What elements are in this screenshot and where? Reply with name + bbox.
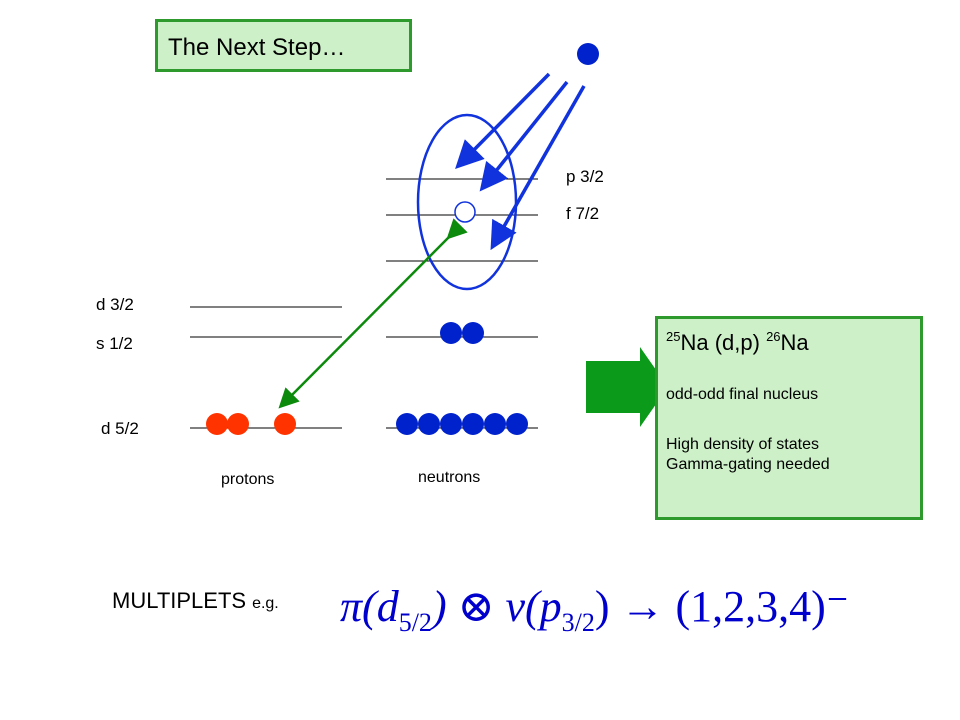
neutrons-label: neutrons <box>418 469 481 486</box>
label-d32: d 3/2 <box>96 295 134 314</box>
protons-label: protons <box>221 471 275 488</box>
neutron-circle <box>396 413 418 435</box>
reaction-text: Na (d,p) <box>680 330 767 355</box>
neutron-hole-circle <box>454 201 476 223</box>
info-line-density: High density of states <box>666 436 819 453</box>
neutron-circle <box>440 413 462 435</box>
formula-pi-sub: 5/2 <box>398 608 432 637</box>
reaction-info-box: 25Na (d,p) 26Na odd-odd final nucleus Hi… <box>655 316 923 520</box>
neutron-circle <box>418 413 440 435</box>
label-s12: s 1/2 <box>96 334 133 353</box>
multiplet-formula: π(d5/2) ⊗ ν(p3/2) → (1,2,3,4)⁻ <box>340 585 849 636</box>
eg-text: e.g. <box>252 595 279 612</box>
label-d52: d 5/2 <box>101 419 139 438</box>
block-arrow-icon <box>586 347 668 427</box>
title-text: The Next Step… <box>168 34 346 61</box>
label-f72: f 7/2 <box>566 204 600 223</box>
proton-circle <box>227 413 249 435</box>
neutron-circle <box>440 322 462 344</box>
neutron-circle <box>506 413 528 435</box>
product-mass-number: 26 <box>766 329 781 344</box>
proton-circle <box>274 413 296 435</box>
reaction-title: 25Na (d,p) 26Na <box>666 329 920 356</box>
product-text: Na <box>780 330 809 355</box>
neutron-circle <box>484 413 506 435</box>
coupling-arrow <box>278 218 468 409</box>
formula-result: ) → (1,2,3,4)⁻ <box>594 582 850 631</box>
formula-pi: π(d <box>340 582 399 631</box>
target-mass-number: 25 <box>666 329 681 344</box>
info-line-odd-odd: odd-odd final nucleus <box>666 386 819 403</box>
formula-nu: ) ⊗ ν(p <box>431 582 562 631</box>
formula-nu-sub: 3/2 <box>561 608 595 637</box>
transfer-arrow-upper <box>490 85 586 251</box>
proton-circle <box>206 413 228 435</box>
incoming-neutron-circle <box>577 43 599 65</box>
multiplets-text: MULTIPLETS <box>112 588 247 613</box>
label-p32: p 3/2 <box>566 167 604 186</box>
multiplets-label: MULTIPLETS e.g. <box>112 588 279 614</box>
info-line-gating: Gamma-gating needed <box>666 456 830 473</box>
neutron-circle <box>462 322 484 344</box>
transfer-arrow-f72 <box>479 80 569 192</box>
title-box: The Next Step… <box>155 19 412 72</box>
transfer-arrow-p32 <box>455 72 551 169</box>
neutron-circle <box>462 413 484 435</box>
